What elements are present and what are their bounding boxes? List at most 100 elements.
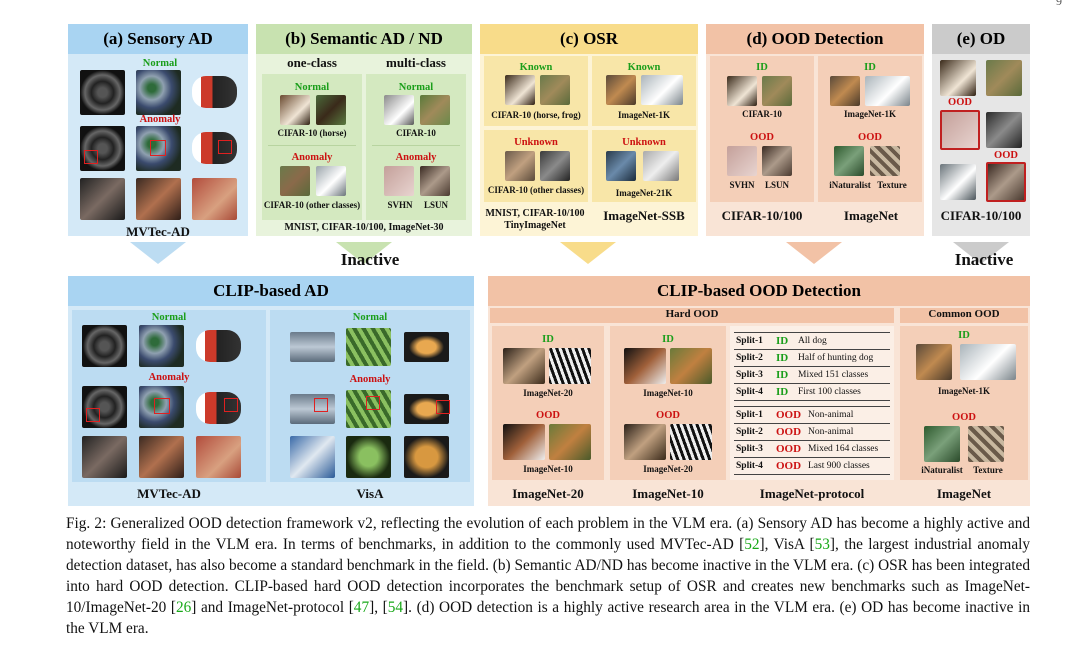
image-plane-common <box>960 344 1016 380</box>
label-imagenet21k: ImageNet-21K <box>615 188 673 198</box>
image-capsule-clip-anom <box>196 392 241 424</box>
image-horse-2 <box>316 95 346 125</box>
ood-id-right: ID <box>864 62 876 73</box>
split-description: Mixed 151 classes <box>798 370 869 380</box>
citation-link[interactable]: 52 <box>744 536 760 553</box>
semantic-anomaly-label-one: Anomaly <box>291 152 333 163</box>
image-bernese <box>624 348 666 384</box>
label-imagenet1k-ood: ImageNet-1K <box>844 109 896 119</box>
benchmark-common-imagenet: ImageNet <box>936 486 992 501</box>
image-wolf-ood <box>624 424 666 460</box>
image-capsule-normal <box>192 76 237 108</box>
clip-ood-ood-in10: OOD <box>656 410 680 421</box>
image-svhn-od <box>940 110 980 150</box>
split-name: Split-1 <box>736 336 763 346</box>
benchmark-clip-mvtec: MVTec-AD <box>137 486 201 501</box>
citation-link[interactable]: 53 <box>814 536 830 553</box>
divider <box>268 145 356 146</box>
header-od: (e) OD <box>932 24 1030 54</box>
benchmark-imagenet-ssb: ImageNet-SSB <box>603 208 685 223</box>
image-horse-ood <box>727 76 757 106</box>
split-description: Non-animal <box>808 410 854 420</box>
split-tag: ID <box>776 369 789 381</box>
split-tag: OOD <box>776 409 802 421</box>
od-ood-label-1: OOD <box>948 97 972 108</box>
image-wires-clip-anom <box>139 386 184 428</box>
split-description: First 100 classes <box>798 387 861 397</box>
arrow-down-d <box>786 242 842 264</box>
osr-known-left: Known <box>519 62 553 73</box>
ood-ood-left: OOD <box>750 132 774 143</box>
split-name: Split-1 <box>736 410 763 420</box>
image-frog-od <box>986 60 1022 96</box>
semantic-anomaly-label-multi: Anomaly <box>395 152 437 163</box>
inactive-label-e: Inactive <box>954 250 1014 269</box>
split-name: Split-4 <box>736 387 763 397</box>
clip-ood-id-in10: ID <box>662 334 674 345</box>
image-inaturalist-ood <box>834 146 864 176</box>
caption-text-2: ], VisA [ <box>759 536 815 553</box>
image-frog <box>280 166 310 196</box>
multi-class-box <box>366 74 466 220</box>
benchmark-ood-cifar: CIFAR-10/100 <box>721 208 803 223</box>
split-description: Non-animal <box>808 427 854 437</box>
anomaly-marker <box>314 398 328 412</box>
image-cashew-visa-anom <box>404 394 449 424</box>
image-texture-common <box>968 426 1004 462</box>
osr-unknown-right: Unknown <box>622 137 666 148</box>
hard-ood-header: Hard OOD <box>490 308 894 323</box>
citation-link[interactable]: 47 <box>353 599 370 616</box>
image-bird-common <box>916 344 952 380</box>
header-sensory-ad: (a) Sensory AD <box>68 24 248 54</box>
arrow-down-c <box>560 242 616 264</box>
split-description: All dog <box>798 336 827 346</box>
clip-ood-id-common: ID <box>958 330 970 341</box>
label-in20-bot: ImageNet-20 <box>643 464 693 474</box>
od-ood-label-2: OOD <box>994 150 1018 161</box>
benchmark-semantic: MNIST, CIFAR-10/100, ImageNet-30 <box>284 222 444 233</box>
label-common-id: ImageNet-1K <box>938 386 990 396</box>
label-in20-top: ImageNet-20 <box>523 388 573 398</box>
image-fish-osr <box>606 151 636 181</box>
image-plane-od <box>940 164 976 200</box>
split-description: Mixed 164 classes <box>808 444 879 454</box>
ood-id-left: ID <box>756 62 768 73</box>
citation-link[interactable]: 54 <box>387 599 404 616</box>
anomaly-marker <box>150 140 166 156</box>
image-plane-osr <box>641 75 683 105</box>
image-dog-osr <box>505 151 535 181</box>
image-capsule-clip-zoom <box>196 436 241 478</box>
split-tag: OOD <box>776 460 802 472</box>
split-name: Split-3 <box>736 444 763 454</box>
image-car-osr <box>540 151 570 181</box>
label-texture-ood: Texture <box>877 180 907 190</box>
image-svhn <box>384 166 414 196</box>
anomaly-marker <box>86 408 100 422</box>
split-name: Split-2 <box>736 427 763 437</box>
label-cifar10-other: CIFAR-10 (other classes) <box>263 200 361 210</box>
label-inaturalist-common: iNaturalist <box>921 465 963 475</box>
one-class-box <box>262 74 362 220</box>
image-candles-visa-zoom <box>346 436 391 478</box>
image-wires-anomaly <box>136 126 181 171</box>
image-lsun-ood <box>762 146 792 176</box>
image-capsule-zoom <box>192 178 237 220</box>
label-texture-common: Texture <box>973 465 1003 475</box>
clip-ad-normal-left: Normal <box>151 312 187 323</box>
header-clip-ood: CLIP-based OOD Detection <box>488 276 1030 306</box>
osr-unknown-left: Unknown <box>514 137 558 148</box>
image-zebra-ood <box>670 424 712 460</box>
split-name: Split-3 <box>736 370 763 380</box>
image-multi-2 <box>420 95 450 125</box>
split-tag: ID <box>776 386 789 398</box>
citation-link[interactable]: 26 <box>175 599 192 616</box>
split-description: Last 900 classes <box>808 461 870 471</box>
image-plane <box>316 166 346 196</box>
benchmark-ood-imagenet: ImageNet <box>843 208 899 223</box>
multi-class-label: multi-class <box>386 55 446 70</box>
image-frog-ood <box>762 76 792 106</box>
image-antelope-ood <box>549 424 591 460</box>
